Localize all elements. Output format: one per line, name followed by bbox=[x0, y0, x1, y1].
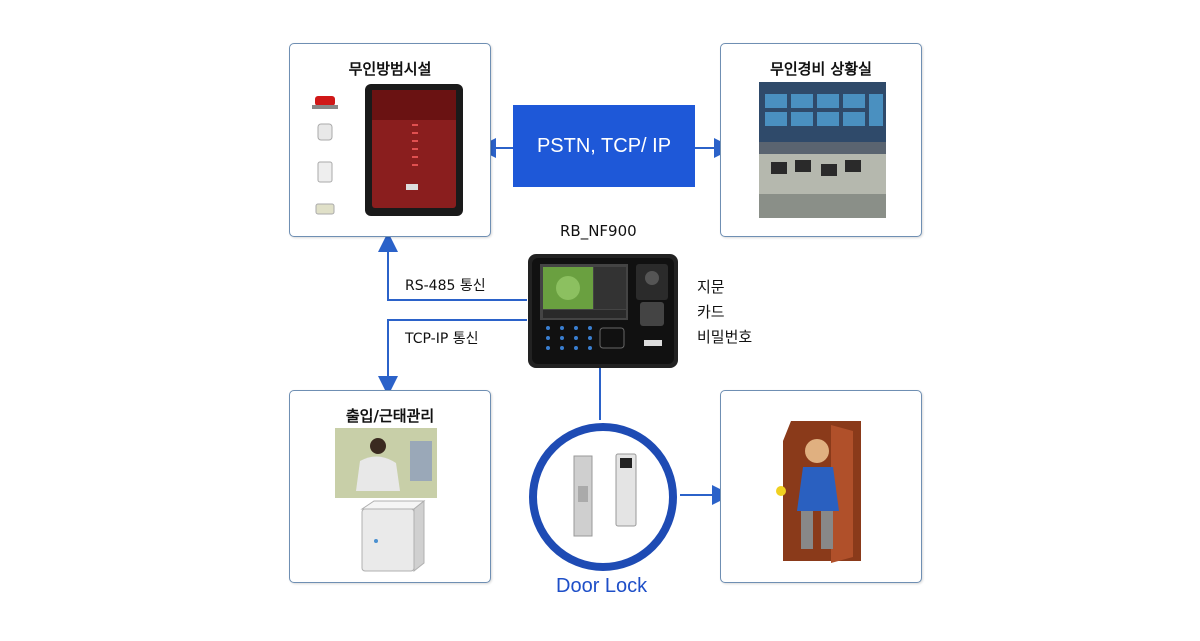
door-lock-label: Door Lock bbox=[556, 575, 648, 597]
control-room-box: 무인경비 상황실 bbox=[720, 43, 922, 237]
person-at-door-illustration bbox=[776, 421, 861, 563]
device-name-label: RB_NF900 bbox=[560, 222, 637, 240]
auth-method-fingerprint: 지문 bbox=[697, 278, 725, 296]
access-attendance-box: 출입/근태관리 bbox=[289, 390, 491, 583]
arrow-rs485 bbox=[378, 232, 527, 301]
door-lock-hardware-image bbox=[573, 453, 637, 537]
alarm-devices-image bbox=[312, 84, 463, 216]
rb-nf900-terminal-image bbox=[528, 254, 678, 368]
arrow-tcpip bbox=[378, 319, 527, 396]
rs485-link-label: RS-485 통신 bbox=[405, 278, 486, 294]
control-room-title: 무인경비 상황실 bbox=[770, 60, 872, 78]
attendance-illustration bbox=[335, 428, 437, 573]
door-entry-box bbox=[720, 390, 922, 583]
auth-method-password: 비밀번호 bbox=[697, 328, 753, 346]
tcpip-link-label: TCP-IP 통신 bbox=[405, 331, 479, 347]
access-attendance-title: 출입/근태관리 bbox=[345, 407, 435, 425]
door-lock-circle bbox=[529, 423, 677, 571]
security-facility-title: 무인방범시설 bbox=[348, 60, 432, 78]
auth-method-card: 카드 bbox=[697, 303, 725, 321]
pstn-network-block: PSTN, TCP/ IP bbox=[513, 105, 695, 187]
control-room-photo bbox=[759, 82, 886, 218]
security-facility-box: 무인방범시설 bbox=[289, 43, 491, 237]
